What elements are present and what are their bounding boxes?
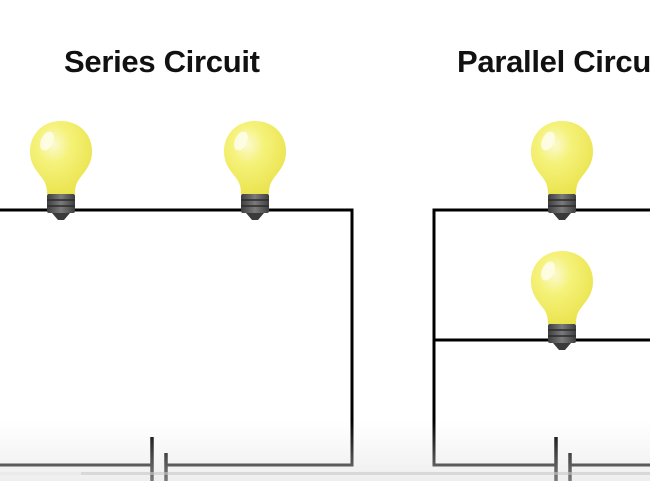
parallel-bulb-2-icon	[530, 250, 594, 351]
parallel-circuit	[432, 120, 650, 481]
video-progress-fill	[0, 472, 82, 475]
series-wire	[0, 208, 354, 467]
parallel-circuit-title: Parallel Circui	[457, 44, 650, 79]
series-circuit	[0, 120, 354, 481]
series-circuit-title: Series Circuit	[64, 44, 260, 79]
series-bulb-2-icon	[223, 120, 287, 221]
video-progress-bar[interactable]	[0, 472, 650, 475]
parallel-wire-outer	[432, 208, 650, 467]
parallel-bulb-1-icon	[530, 120, 594, 221]
series-bulb-1-icon	[29, 120, 93, 221]
